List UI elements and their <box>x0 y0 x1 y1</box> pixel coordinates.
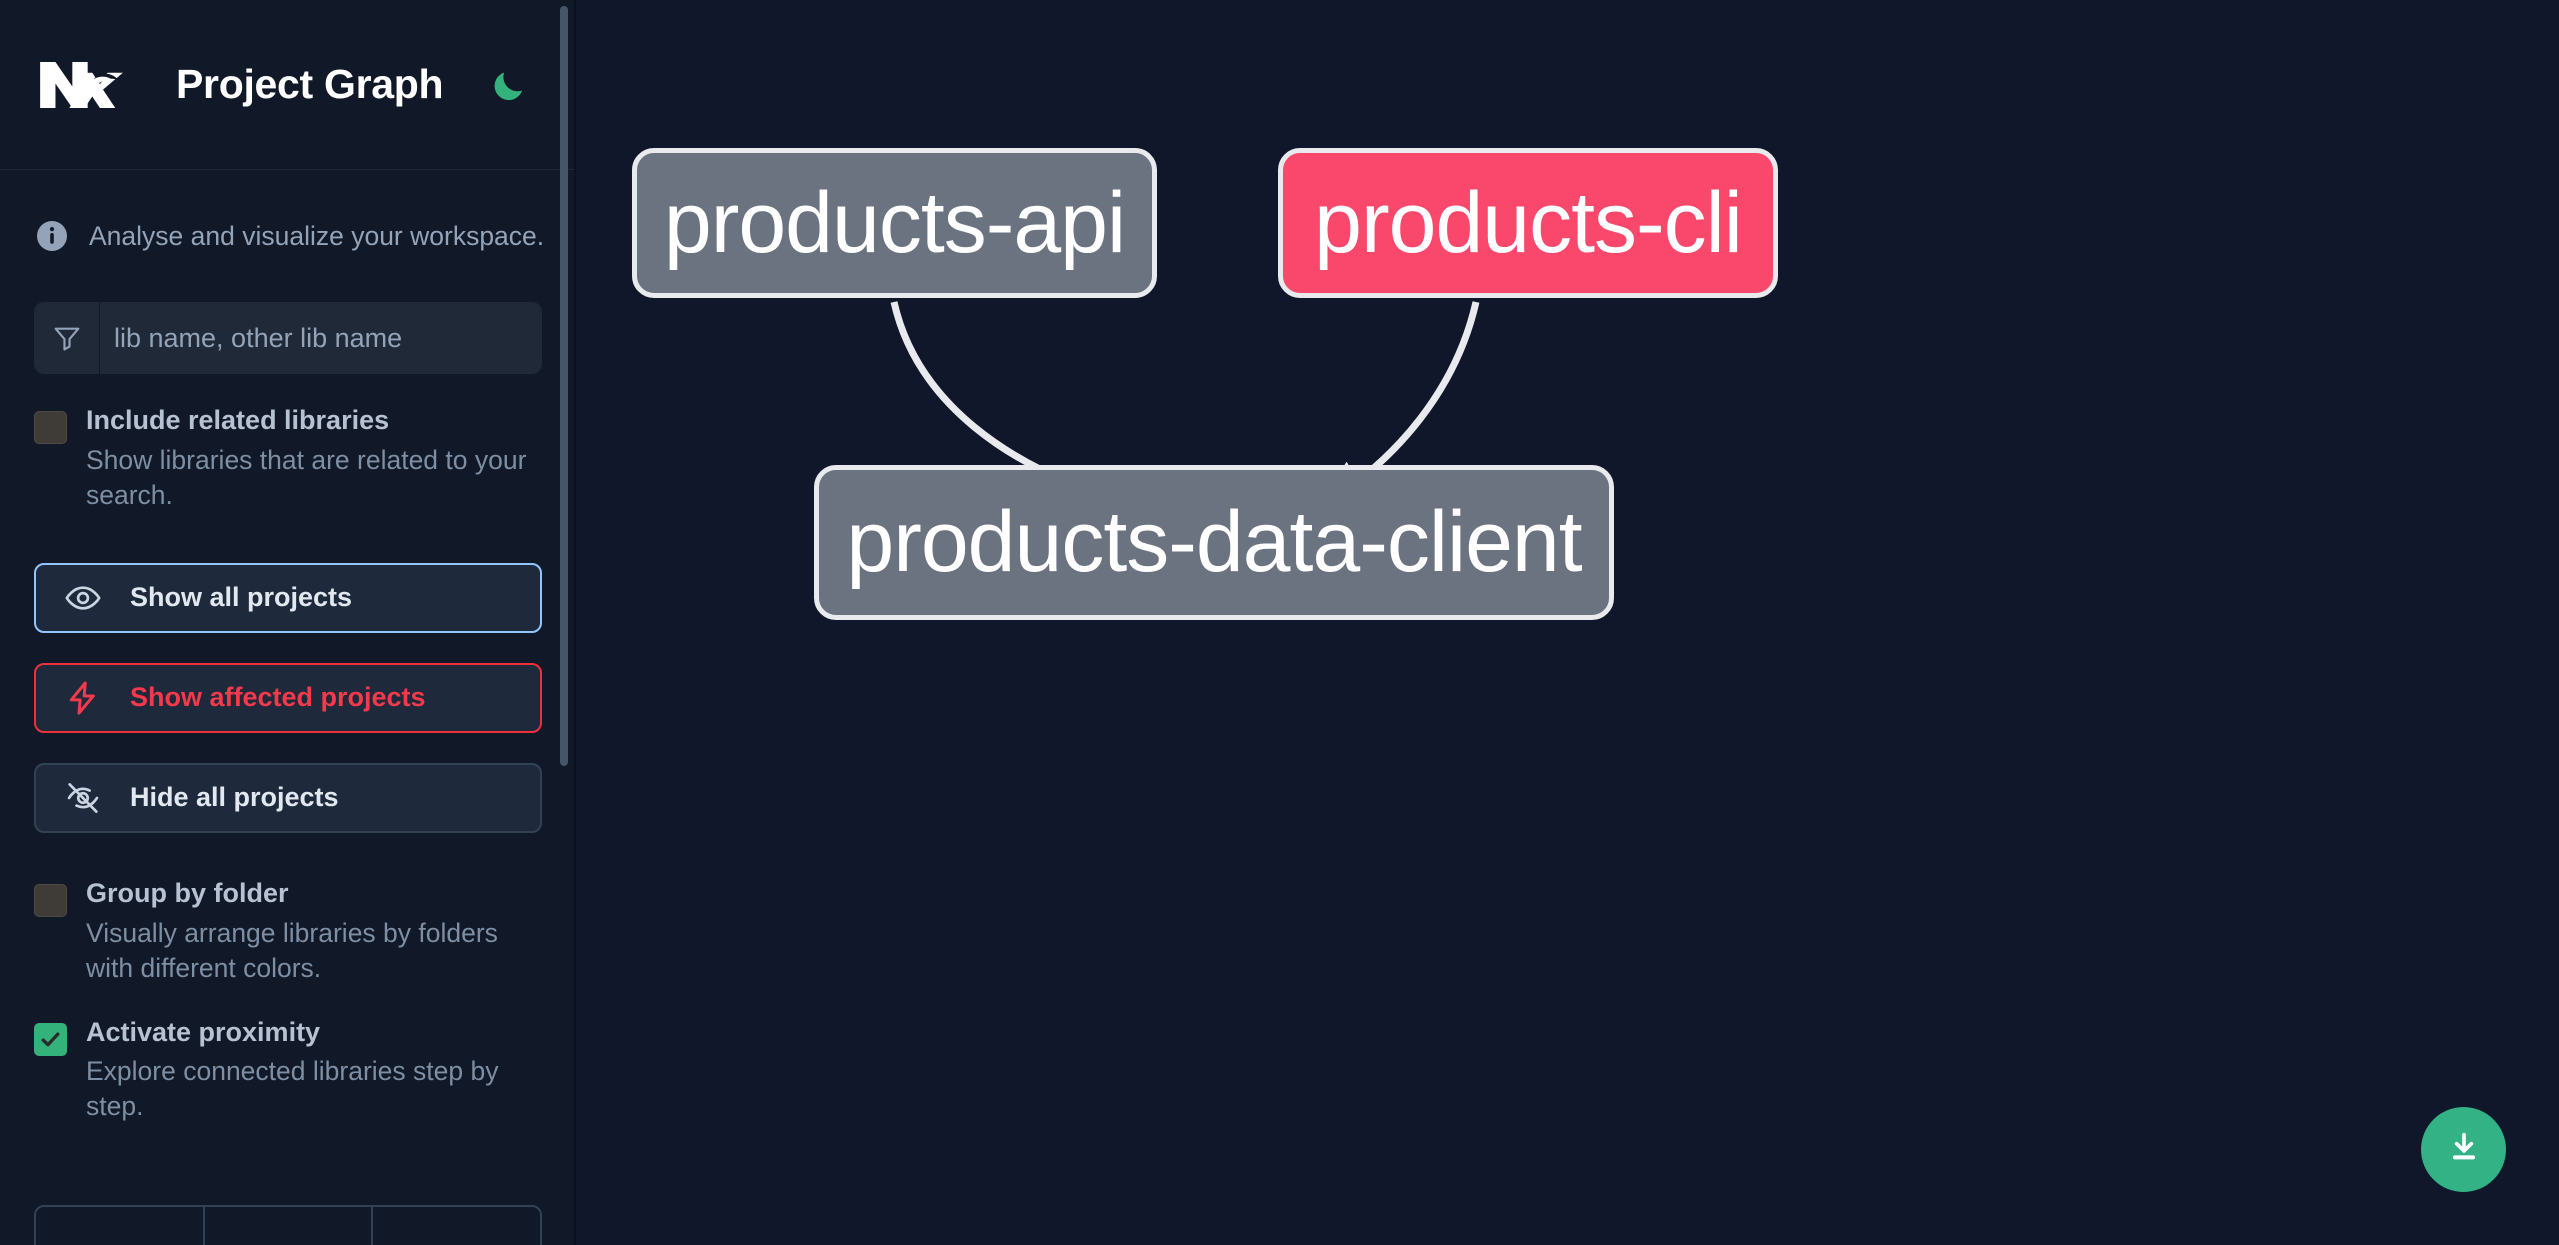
checkbox-group-by-folder[interactable] <box>34 883 67 917</box>
checkbox-include-related-libraries[interactable] <box>34 411 67 444</box>
sidebar-divider <box>574 0 576 1245</box>
graph-canvas[interactable]: products-api products-cli products-data-… <box>576 0 2559 1245</box>
sidebar-header: Project Graph <box>0 0 576 170</box>
show-all-projects-label: Show all projects <box>130 582 353 613</box>
graph-node-label: products-data-client <box>846 494 1582 590</box>
option-description: Show libraries that are related to your … <box>86 444 527 510</box>
page-title: Project Graph <box>176 61 444 107</box>
graph-node-label: products-cli <box>1314 174 1743 271</box>
lightning-icon <box>62 677 104 719</box>
option-title: Group by folder <box>86 877 289 908</box>
option-description: Visually arrange libraries by folders wi… <box>86 917 498 983</box>
download-icon <box>2444 1128 2484 1171</box>
option-group-by-folder[interactable]: Group by folder Visually arrange librari… <box>0 878 576 986</box>
segment-option-1[interactable] <box>36 1207 205 1245</box>
hide-all-projects-label: Hide all projects <box>130 782 339 813</box>
eye-off-icon <box>62 777 104 819</box>
option-description: Explore connected libraries step by step… <box>86 1056 499 1122</box>
option-title: Activate proximity <box>86 1016 321 1047</box>
show-all-projects-button[interactable]: Show all projects <box>34 562 542 633</box>
show-affected-projects-label: Show affected projects <box>130 682 426 713</box>
segment-option-2[interactable] <box>205 1207 374 1245</box>
filter-icon <box>34 302 100 374</box>
sidebar-scroll-area[interactable]: Project Graph Analyse and visualize yo <box>0 0 576 1245</box>
show-affected-projects-button[interactable]: Show affected projects <box>34 662 542 733</box>
search-bar <box>34 302 542 374</box>
graph-node-label: products-api <box>663 174 1126 271</box>
eye-icon <box>62 577 104 619</box>
graph-node-products-data-client[interactable]: products-data-client <box>814 465 1614 620</box>
nx-logo <box>34 55 126 115</box>
graph-node-products-cli[interactable]: products-cli <box>1278 148 1778 298</box>
option-title: Include related libraries <box>86 405 390 435</box>
option-include-related-libraries[interactable]: Include related libraries Show libraries… <box>0 405 576 513</box>
option-activate-proximity[interactable]: Activate proximity Explore connected lib… <box>0 1017 576 1125</box>
sidebar: Project Graph Analyse and visualize yo <box>0 0 576 1245</box>
sidebar-tagline-text: Analyse and visualize your workspace. <box>89 220 545 251</box>
segmented-control-partial[interactable] <box>34 1205 542 1245</box>
hide-all-projects-button[interactable]: Hide all projects <box>34 762 542 833</box>
info-icon <box>34 218 70 254</box>
search-input[interactable] <box>100 302 542 374</box>
sidebar-scrollbar[interactable] <box>560 6 568 766</box>
moon-icon[interactable] <box>485 62 531 108</box>
graph-node-products-api[interactable]: products-api <box>632 148 1157 298</box>
checkbox-activate-proximity[interactable] <box>34 1022 67 1056</box>
download-graph-button[interactable] <box>2421 1107 2506 1192</box>
sidebar-tagline: Analyse and visualize your workspace. <box>0 170 576 266</box>
segment-option-3[interactable] <box>373 1207 540 1245</box>
